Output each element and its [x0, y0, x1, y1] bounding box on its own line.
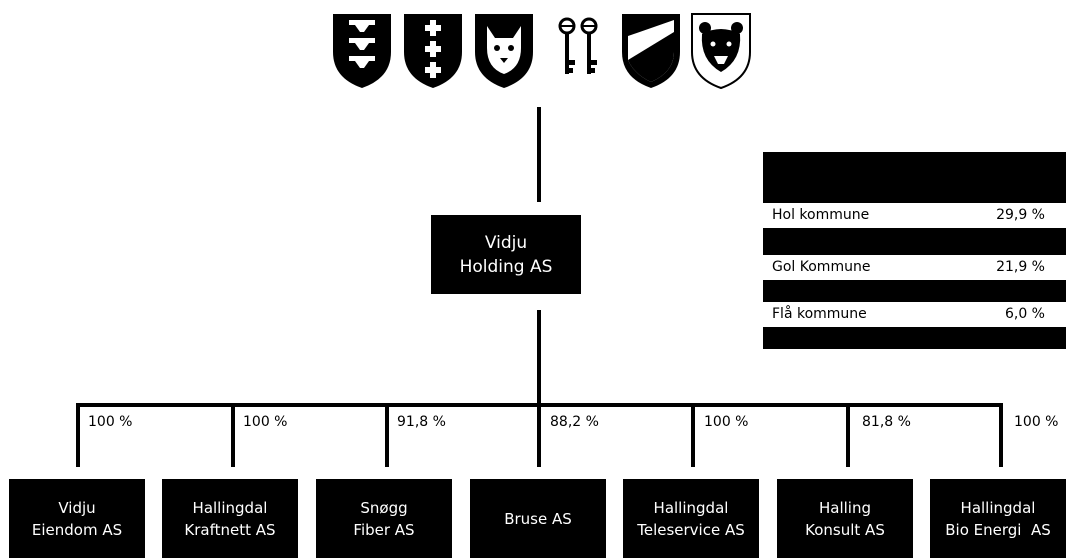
owner-percentage: 29,9 % [996, 207, 1045, 223]
owner-name: Flå kommune [772, 306, 867, 322]
branch-drop-line [846, 403, 850, 467]
holding-name-line1: Vidju [484, 232, 528, 253]
keys-crest-icon [555, 12, 601, 90]
crest-connector-line [537, 107, 541, 202]
subsidiary-name-line1: Halling [818, 498, 871, 517]
ownership-percent-label: 100 % [243, 414, 288, 430]
ownership-percent-label: 100 % [88, 414, 133, 430]
holding-connector-line [537, 310, 541, 405]
subsidiary-name-line2: Eiendom AS [31, 520, 123, 539]
subsidiary-box: Snøgg Fiber AS [316, 479, 452, 558]
branch-drop-line [231, 403, 235, 467]
subsidiary-box: Vidju Eiendom AS [9, 479, 145, 558]
holding-company-box: Vidju Holding AS [431, 215, 581, 294]
subsidiary-name-line1: Hallingdal [653, 498, 729, 517]
anvils-crest-icon [331, 12, 393, 90]
subsidiary-box: Hallingdal Teleservice AS [623, 479, 759, 558]
diagonal-crest-icon [620, 12, 682, 90]
lynx-crest-icon [473, 12, 535, 90]
branch-drop-line [537, 403, 541, 467]
subsidiary-name-line2: Teleservice AS [637, 520, 745, 539]
ownership-table: Hol kommune 29,9 % Gol Kommune 21,9 % Fl… [763, 152, 1066, 349]
ownership-percent-label: 88,2 % [550, 414, 599, 430]
owner-name: Hol kommune [772, 207, 870, 223]
subsidiary-name-line2: Konsult AS [805, 520, 885, 539]
branch-drop-line [691, 403, 695, 467]
holding-name-line2: Holding AS [459, 256, 553, 277]
branch-drop-line [76, 403, 80, 467]
crosses-crest-icon [402, 12, 464, 90]
ownership-row: Hol kommune 29,9 % [763, 203, 1066, 229]
subsidiary-name-line1: Snøgg [360, 498, 408, 517]
subsidiary-name-line2: Fiber AS [353, 520, 415, 539]
subsidiary-name-line1: Vidju [58, 498, 96, 517]
subsidiary-box: Hallingdal Bio Energi AS [930, 479, 1066, 558]
subsidiary-name-line1: Hallingdal [192, 498, 268, 517]
ownership-percent-label: 100 % [704, 414, 749, 430]
ownership-percent-label: 100 % [1014, 414, 1059, 430]
owner-percentage: 21,9 % [996, 259, 1045, 275]
ownership-row: Gol Kommune 21,9 % [763, 255, 1066, 281]
ownership-percent-label: 81,8 % [862, 414, 911, 430]
bear-crest-icon [690, 12, 752, 90]
subsidiary-name-line2: Bio Energi AS [945, 520, 1051, 539]
subsidiary-name-line2: Bruse AS [504, 509, 572, 528]
ownership-row: Flå kommune 6,0 % [763, 302, 1066, 328]
branch-drop-line [385, 403, 389, 467]
ownership-percent-label: 91,8 % [397, 414, 446, 430]
subsidiary-name-line1: Hallingdal [960, 498, 1036, 517]
subsidiary-name-line2: Kraftnett AS [184, 520, 276, 539]
subsidiary-box: Bruse AS [470, 479, 606, 558]
subsidiary-box: Halling Konsult AS [777, 479, 913, 558]
subsidiary-box: Hallingdal Kraftnett AS [162, 479, 298, 558]
owner-percentage: 6,0 % [1004, 306, 1045, 322]
branch-drop-line [999, 403, 1003, 467]
owner-name: Gol Kommune [772, 259, 871, 275]
